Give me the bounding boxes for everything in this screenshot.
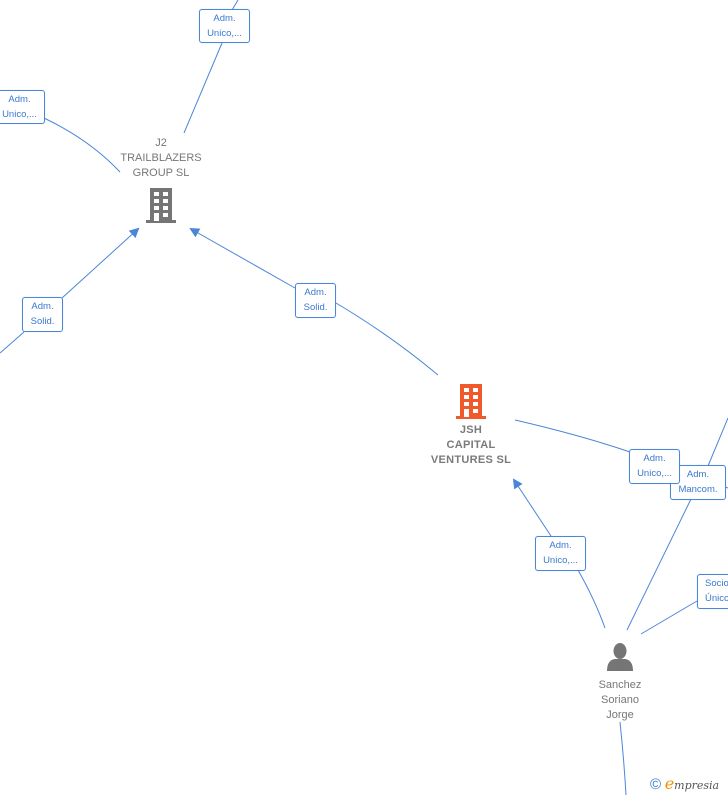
- edge-label-adm-unico-top[interactable]: Adm. Unico,...: [199, 9, 250, 43]
- edge-label-adm-unico-person-jsh[interactable]: Adm. Unico,...: [535, 536, 586, 571]
- edge-leftbottom-j2-upper: [61, 227, 140, 299]
- edge-label-adm-solid-jsh-j2[interactable]: Adm. Solid.: [295, 283, 336, 318]
- edge-label-adm-unico-left[interactable]: Adm. Unico,...: [0, 90, 45, 124]
- edge-label-adm-solid-left[interactable]: Adm. Solid.: [22, 297, 63, 332]
- edge-label-line: Solid.: [30, 316, 55, 327]
- edge-person-socio: [640, 600, 698, 635]
- copyright-icon: ©: [650, 776, 662, 793]
- edge-label-line: Unico,...: [543, 555, 578, 566]
- edge-jsh-j2: [335, 302, 439, 376]
- edge-label-adm-unico-jsh-right[interactable]: Adm. Unico,...: [629, 449, 680, 484]
- edge-person-down: [619, 721, 627, 795]
- edge-label-line: Unico,...: [637, 468, 672, 479]
- edge-label-line: Adm.: [304, 287, 327, 298]
- node-sanchez-soriano-jorge[interactable]: Sanchez Soriano Jorge: [580, 642, 660, 723]
- edge-leftbottom-j2: [0, 331, 25, 354]
- node-label-line: J2: [155, 137, 167, 149]
- edge-label-socio-unico[interactable]: Socio Único: [697, 574, 728, 609]
- edge-person-jsh-upper: [512, 478, 552, 537]
- edge-label-line: Único: [705, 593, 728, 604]
- edge-label-line: Solid.: [303, 302, 328, 313]
- edge-top-j2-lower: [183, 42, 223, 134]
- node-jsh-capital-ventures[interactable]: JSH CAPITAL VENTURES SL: [420, 383, 522, 468]
- node-j2-trailblazers-group[interactable]: J2 TRAILBLAZERS GROUP SL: [110, 136, 212, 223]
- edge-lefttop-j2: [43, 117, 121, 173]
- node-label-line: Soriano: [601, 694, 639, 706]
- edge-jsh-j2-upper: [189, 228, 296, 289]
- edge-label-line: Socio: [705, 578, 728, 589]
- brand-name: mpresia: [674, 779, 720, 792]
- edge-label-line: Unico,...: [207, 28, 242, 39]
- edge-label-line: Unico,...: [2, 109, 37, 120]
- node-label-line: TRAILBLAZERS: [120, 152, 202, 164]
- empresia-watermark: © empresia: [650, 774, 719, 793]
- node-label-line: Sanchez: [598, 679, 642, 691]
- building-icon: [456, 384, 486, 419]
- edge-label-line: Adm.: [31, 301, 54, 312]
- edge-mancom-upper: [707, 417, 728, 467]
- edge-label-line: Adm.: [213, 13, 236, 24]
- node-label-line: CAPITAL: [446, 439, 496, 451]
- node-label-line: VENTURES SL: [430, 454, 512, 466]
- edge-label-line: Adm.: [643, 453, 666, 464]
- node-label-line: GROUP SL: [132, 167, 190, 179]
- node-label-line: JSH: [459, 424, 483, 436]
- person-icon: [607, 643, 633, 671]
- edge-person-jsh: [577, 569, 606, 629]
- edge-jsh-right: [514, 419, 631, 453]
- edge-label-line: Mancom.: [678, 484, 718, 495]
- building-icon: [146, 188, 176, 223]
- edge-mancom-lower: [626, 498, 692, 631]
- edge-label-line: Adm.: [549, 540, 572, 551]
- node-label-line: Jorge: [606, 709, 634, 721]
- brand-initial: e: [664, 774, 675, 793]
- edge-top-j2: [231, 0, 239, 11]
- edge-label-line: Adm.: [686, 469, 710, 480]
- edge-label-line: Adm.: [8, 94, 31, 105]
